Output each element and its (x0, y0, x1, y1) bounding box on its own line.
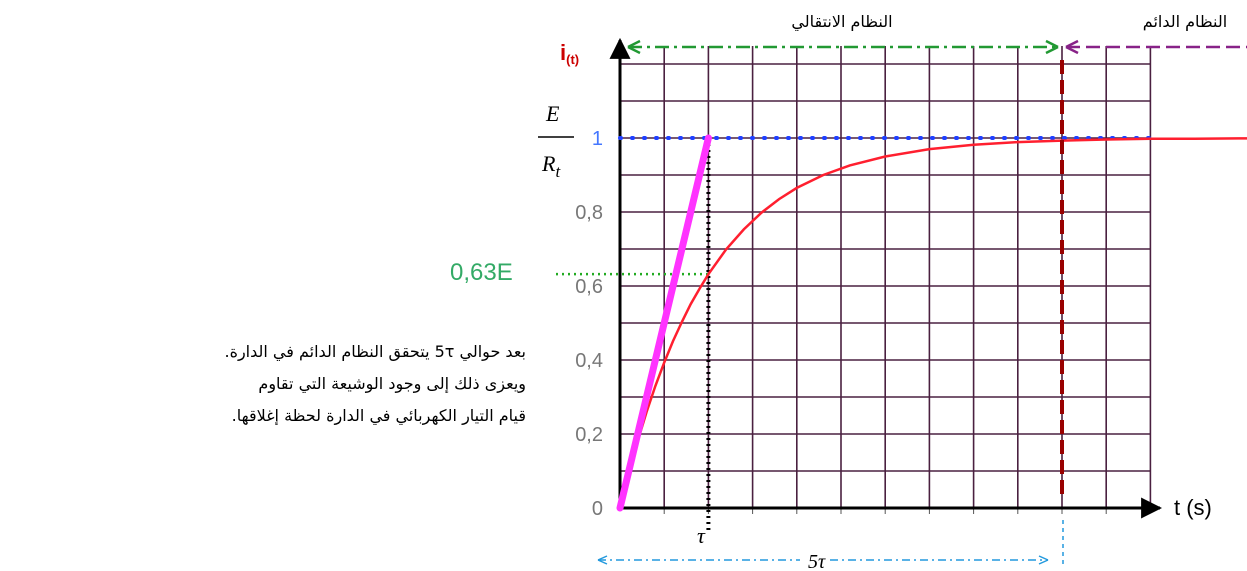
annotations: i(t) E Rt 0,63E t (s) τ 5τ النظام الانتق… (450, 12, 1227, 571)
asymptote-label-denominator: Rt (541, 151, 561, 181)
transient-arrow-head-right (1045, 39, 1059, 55)
tangent-line (616, 134, 712, 512)
dim-arrow-head-left (597, 555, 608, 565)
transient-region-label: النظام الانتقالي (791, 12, 892, 32)
asymptote-label-numerator: E (545, 101, 560, 126)
asymptote-label-r: R (541, 151, 556, 176)
marker-063-label: 0,63E (450, 259, 513, 286)
y-axis-label-main: i (560, 40, 566, 65)
note-line-1: بعد حوالي 5τ يتحقق النظام الدائم في الدا… (224, 342, 526, 361)
asymptote-label-sub: t (555, 162, 561, 181)
axes (609, 37, 1163, 519)
y-tick-label: 0,4 (575, 350, 603, 372)
y-tick-label: 0,6 (575, 276, 603, 298)
tau-label: τ (697, 523, 706, 548)
y-tick-label: 0,2 (575, 424, 603, 446)
x-axis-label: t (s) (1174, 495, 1212, 520)
dim-arrow-head-right (1038, 555, 1049, 565)
y-axis-label: i(t) (560, 40, 579, 67)
series (556, 39, 1247, 566)
plot-grid (620, 46, 1152, 514)
y-axis-label-sub: (t) (566, 52, 579, 67)
steady-arrow-head (1065, 39, 1079, 55)
y-tick-labels: 0 0,2 0,4 0,6 0,8 1 (575, 128, 603, 520)
note-line-3: قيام التيار الكهربائي في الدارة لحظة إغل… (231, 406, 526, 425)
y-tick-label: 0,8 (575, 202, 603, 224)
current-curve (618, 137, 1247, 509)
explanation-note: بعد حوالي 5τ يتحقق النظام الدائم في الدا… (224, 336, 526, 432)
note-line-2: ويعزى ذلك إلى وجود الوشيعة التي تقاوم (258, 374, 526, 393)
transient-arrow-head-left (627, 39, 641, 55)
y-tick-label: 0 (592, 498, 603, 520)
y-tick-label: 1 (592, 128, 603, 150)
five-tau-label: 5τ (808, 551, 826, 571)
steady-region-label: النظام الدائم (1143, 12, 1227, 31)
